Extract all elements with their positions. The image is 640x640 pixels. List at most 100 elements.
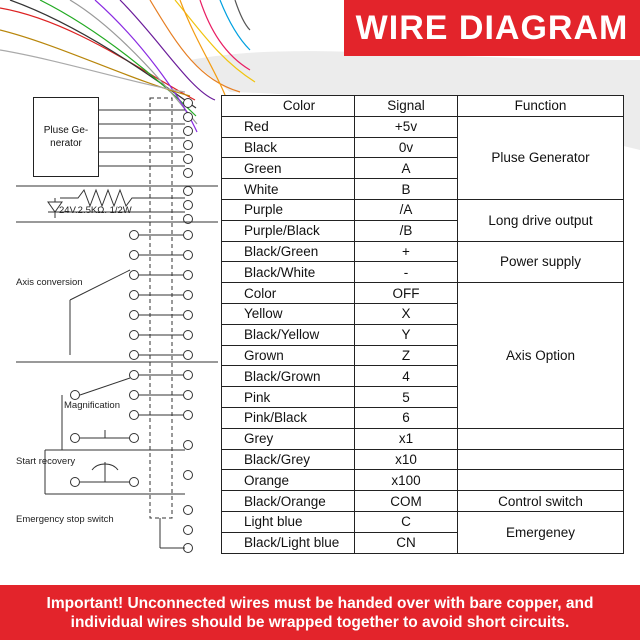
wire-color: Yellow [221,302,355,325]
wire-signal: 4 [354,365,458,388]
terminal-circle [183,470,193,480]
terminal-circle [183,154,193,164]
terminal-circle [129,330,139,340]
warning-line-2: individual wires should be wrapped toget… [70,613,570,631]
terminal-circle [129,370,139,380]
terminal-circle [183,270,193,280]
wire-color: Black/Grown [221,365,355,388]
table-row: Black/White - [221,261,624,284]
table-row: Black/Orange COM Control switch [221,490,624,512]
terminal-circle [183,525,193,535]
wire-signal: OFF [354,282,458,304]
table-row: Purple /A Long drive output [221,198,624,242]
wire-signal: B [354,178,458,200]
table-row: Color OFF Axis Option [221,282,624,429]
table-row: Black/Grown 4 [221,365,624,388]
terminal-circle [129,270,139,280]
terminal-circle [183,214,193,224]
function-empty [457,469,624,492]
function-axis-option: Axis Option [457,282,624,429]
table-row: White B [221,178,624,200]
terminal-circle [183,140,193,150]
wire-signal: X [354,302,458,325]
terminal-circle [183,370,193,380]
table-row: Orange x100 [221,469,624,492]
terminal-circle [129,390,139,400]
wire-color: Black/Yellow [221,323,355,346]
table-row: Black/Light blue CN [221,531,624,554]
terminal-circle [70,477,80,487]
terminal-circle [183,126,193,136]
wire-color: Red [221,115,355,138]
wire-signal: COM [354,490,458,512]
wire-color: Orange [221,469,355,492]
wire-color: Color [221,282,355,304]
magnification-label: Magnification [64,400,120,411]
header-color: Color [221,95,355,117]
table-row: Black 0v [221,136,624,159]
wire-color: Green [221,157,355,180]
wire-signal: Y [354,323,458,346]
table-row: Grey x1 [221,427,624,450]
wire-color: Pink [221,386,355,408]
terminal-circle [183,200,193,210]
warning-line-1: Important! Unconnected wires must be han… [46,594,594,612]
table-row: Light blue C Emergeney [221,510,624,554]
function-control-switch: Control switch [457,490,624,512]
wire-signal: x1 [354,427,458,450]
terminal-circle [183,505,193,515]
wire-signal: C [354,510,458,533]
wire-color: Purple/Black [221,219,355,242]
wire-signal: /A [354,198,458,221]
wire-color: Light blue [221,510,355,533]
banner-title: WIRE DIAGRAM [355,8,629,47]
wire-signal: - [354,261,458,284]
terminal-circle [183,230,193,240]
wire-signal: + [354,240,458,263]
terminal-circle [129,290,139,300]
header-signal: Signal [354,95,458,117]
header-function: Function [457,95,624,117]
wire-color: Pink/Black [221,406,355,429]
warning-footer: Important! Unconnected wires must be han… [0,585,640,640]
wire-signal: x100 [354,469,458,492]
function-empty [457,448,624,471]
terminal-circle [183,250,193,260]
terminal-circle [183,290,193,300]
table-row: Grown Z [221,344,624,367]
function-power-supply: Power supply [457,240,624,284]
table-row: Pink/Black 6 [221,406,624,429]
wire-signal: +5v [354,115,458,138]
terminal-circle [183,410,193,420]
terminal-circle [183,168,193,178]
wire-color: Black/Orange [221,490,355,512]
terminal-circle [129,410,139,420]
terminal-circle [129,350,139,360]
pulse-generator-box: Pluse Ge-nerator [33,97,99,177]
terminal-circle [129,477,139,487]
wire-color: Black [221,136,355,159]
terminal-circle [183,390,193,400]
wire-signal: A [354,157,458,180]
terminal-circle [183,330,193,340]
wire-signal: CN [354,531,458,554]
terminal-circle [129,310,139,320]
terminal-circle [183,440,193,450]
terminal-circle [183,112,193,122]
wire-signal: Z [354,344,458,367]
emergency-stop-label: Emergency stop switch [16,514,114,525]
table-row: Black/Grey x10 [221,448,624,471]
resistor-label: 24V.2.5KΩ. 1/2W [59,205,132,216]
terminal-circle [183,186,193,196]
axis-conversion-label: Axis conversion [16,277,83,288]
wire-table: Color Signal Function Red +5v Pluse Gene… [221,95,624,554]
function-empty [457,427,624,450]
wire-signal: 6 [354,406,458,429]
wire-color: Black/Light blue [221,531,355,554]
function-emergency: Emergeney [457,510,624,554]
terminal-circle [129,433,139,443]
terminal-circle [70,433,80,443]
terminal-circle [183,350,193,360]
table-row: Red +5v Pluse Generator [221,115,624,200]
pulse-generator-box-label: Pluse Ge-nerator [43,125,89,149]
